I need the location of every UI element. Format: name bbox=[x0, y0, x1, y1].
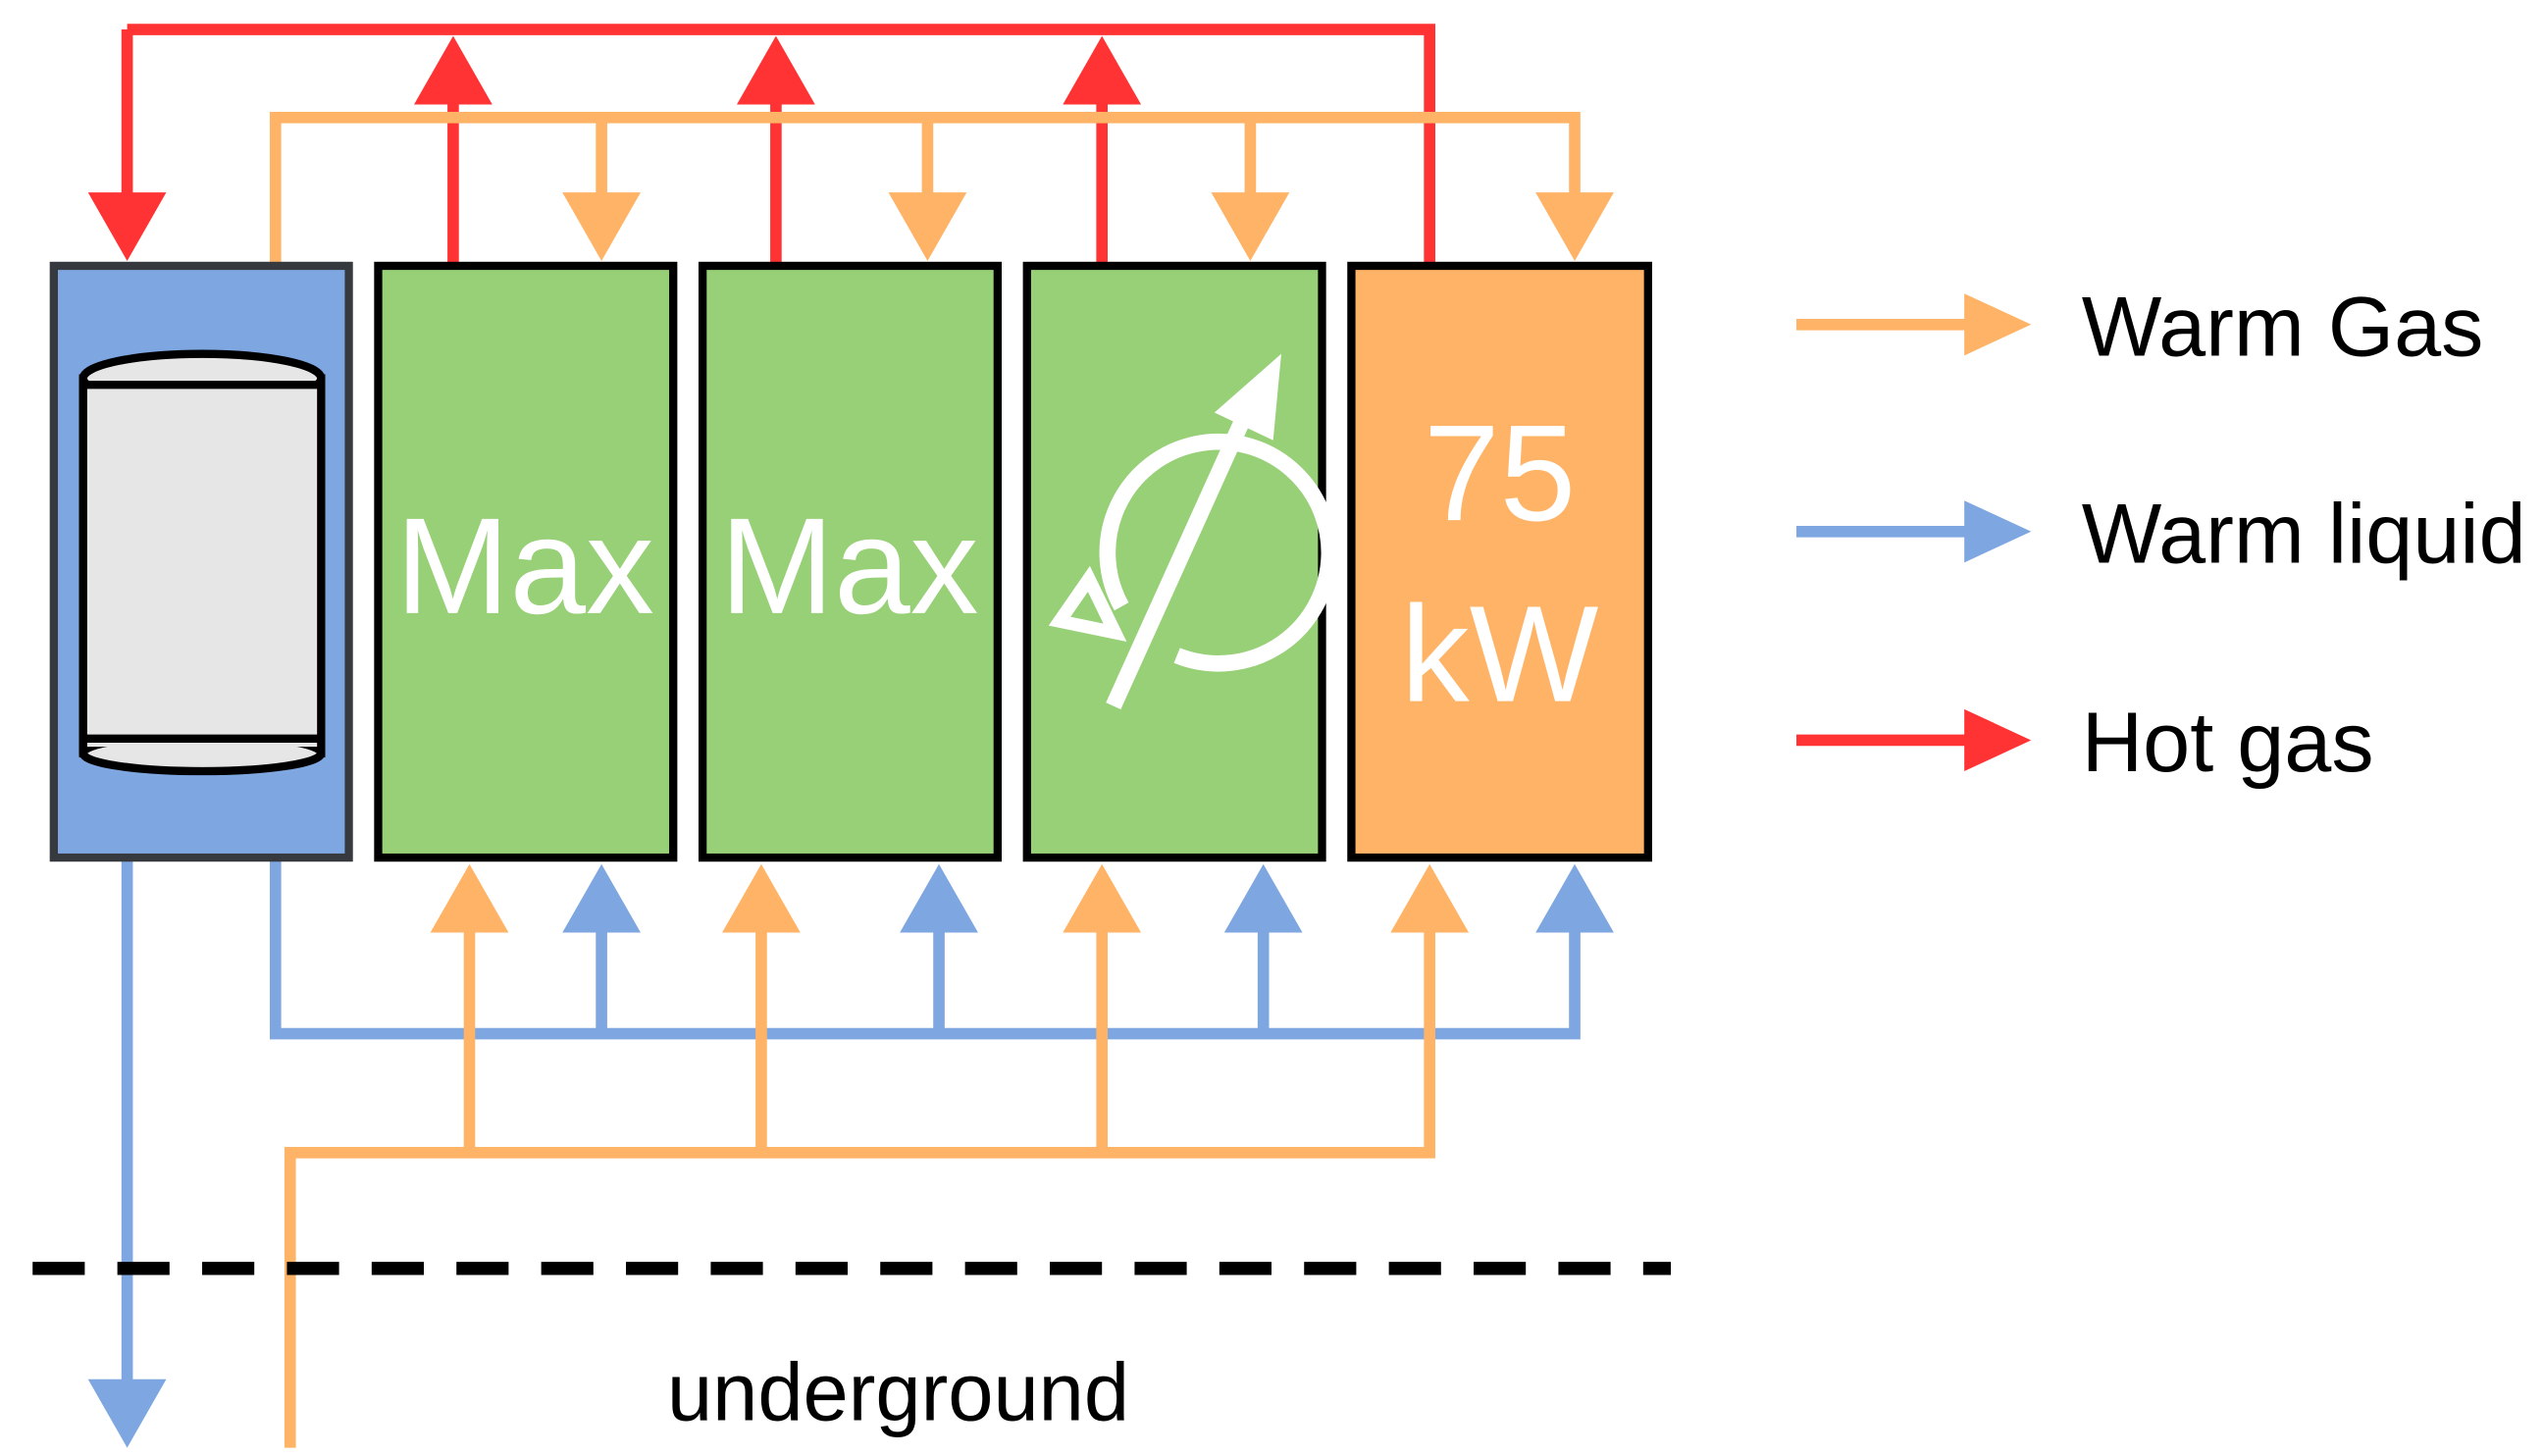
warm-liquid-arrowhead-up-2 bbox=[900, 863, 978, 933]
underground-label: underground bbox=[667, 1346, 1129, 1437]
compressor-1-box bbox=[374, 261, 678, 862]
heater-power-unit: kW bbox=[1401, 578, 1599, 731]
warm-gas-arrowhead-down-4 bbox=[1535, 192, 1614, 261]
legend-item-hot-gas: Hot gas bbox=[1796, 696, 2374, 790]
warm-liquid-header bbox=[269, 858, 1581, 1040]
warm-liquid-arrowhead-up-3 bbox=[1223, 863, 1303, 933]
compressor-2-label: Max bbox=[720, 490, 979, 643]
warm-gas-arrowhead-up-3 bbox=[1063, 863, 1142, 933]
compressor-2-box bbox=[698, 261, 1003, 862]
warm-gas-bottom-arrowheads bbox=[430, 863, 1470, 933]
heater-box bbox=[1347, 261, 1652, 862]
warm-liquid-arrowhead-up-1 bbox=[562, 863, 641, 933]
warm-liquid-arrowhead-up-4 bbox=[1535, 863, 1614, 933]
hot-gas-header bbox=[127, 24, 1435, 266]
compressor-max-2: Max bbox=[698, 261, 1003, 862]
warm-gas-arrowhead-up-4 bbox=[1390, 863, 1470, 933]
electric-heater: 75 kW bbox=[1347, 261, 1652, 862]
warm-gas-arrowhead-up-2 bbox=[722, 863, 801, 933]
warm-gas-bottom-header bbox=[284, 912, 1435, 1448]
hot-gas-arrowhead-down-tank bbox=[87, 192, 167, 261]
legend-warm-gas-label: Warm Gas bbox=[2082, 280, 2484, 374]
compressor-1-label: Max bbox=[395, 490, 654, 643]
hot-gas-arrowhead-up-3 bbox=[1063, 35, 1142, 105]
legend-warm-liquid-label: Warm liquid bbox=[2082, 487, 2526, 581]
warm-liquid-arrowhead-down-outlet bbox=[87, 1378, 167, 1448]
legend-warm-gas-arrowhead bbox=[1964, 293, 2032, 356]
warm-gas-arrowhead-up-1 bbox=[430, 863, 509, 933]
warm-gas-arrowhead-down-2 bbox=[888, 192, 967, 261]
legend: Warm Gas Warm liquid Hot gas bbox=[1796, 280, 2526, 790]
hot-gas-arrowheads bbox=[87, 35, 1142, 261]
legend-warm-liquid-arrowhead bbox=[1964, 500, 2032, 563]
legend-hot-gas-label: Hot gas bbox=[2082, 696, 2374, 790]
warm-gas-arrowhead-down-3 bbox=[1211, 192, 1290, 261]
compressor-variable-speed bbox=[1022, 261, 1338, 862]
warm-liquid-lines bbox=[121, 858, 1581, 1394]
heater-power-value: 75 bbox=[1424, 396, 1576, 549]
hot-gas-arrowhead-up-1 bbox=[414, 35, 493, 105]
legend-hot-gas-arrowhead bbox=[1964, 708, 2032, 772]
hot-gas-arrowhead-up-2 bbox=[737, 35, 815, 105]
warm-gas-bottom-lines bbox=[284, 912, 1435, 1448]
hot-gas-lines bbox=[121, 24, 1435, 266]
tank-icon bbox=[78, 349, 326, 776]
legend-item-warm-gas: Warm Gas bbox=[1796, 280, 2483, 374]
warm-liquid-arrowheads bbox=[87, 863, 1614, 1448]
warm-gas-top-arrowheads bbox=[562, 192, 1614, 261]
legend-item-warm-liquid: Warm liquid bbox=[1796, 487, 2526, 581]
receiver-tank bbox=[49, 261, 353, 862]
compressor-max-1: Max bbox=[374, 261, 678, 862]
warm-gas-arrowhead-down-1 bbox=[562, 192, 641, 261]
variable-speed-icon bbox=[1048, 353, 1338, 709]
